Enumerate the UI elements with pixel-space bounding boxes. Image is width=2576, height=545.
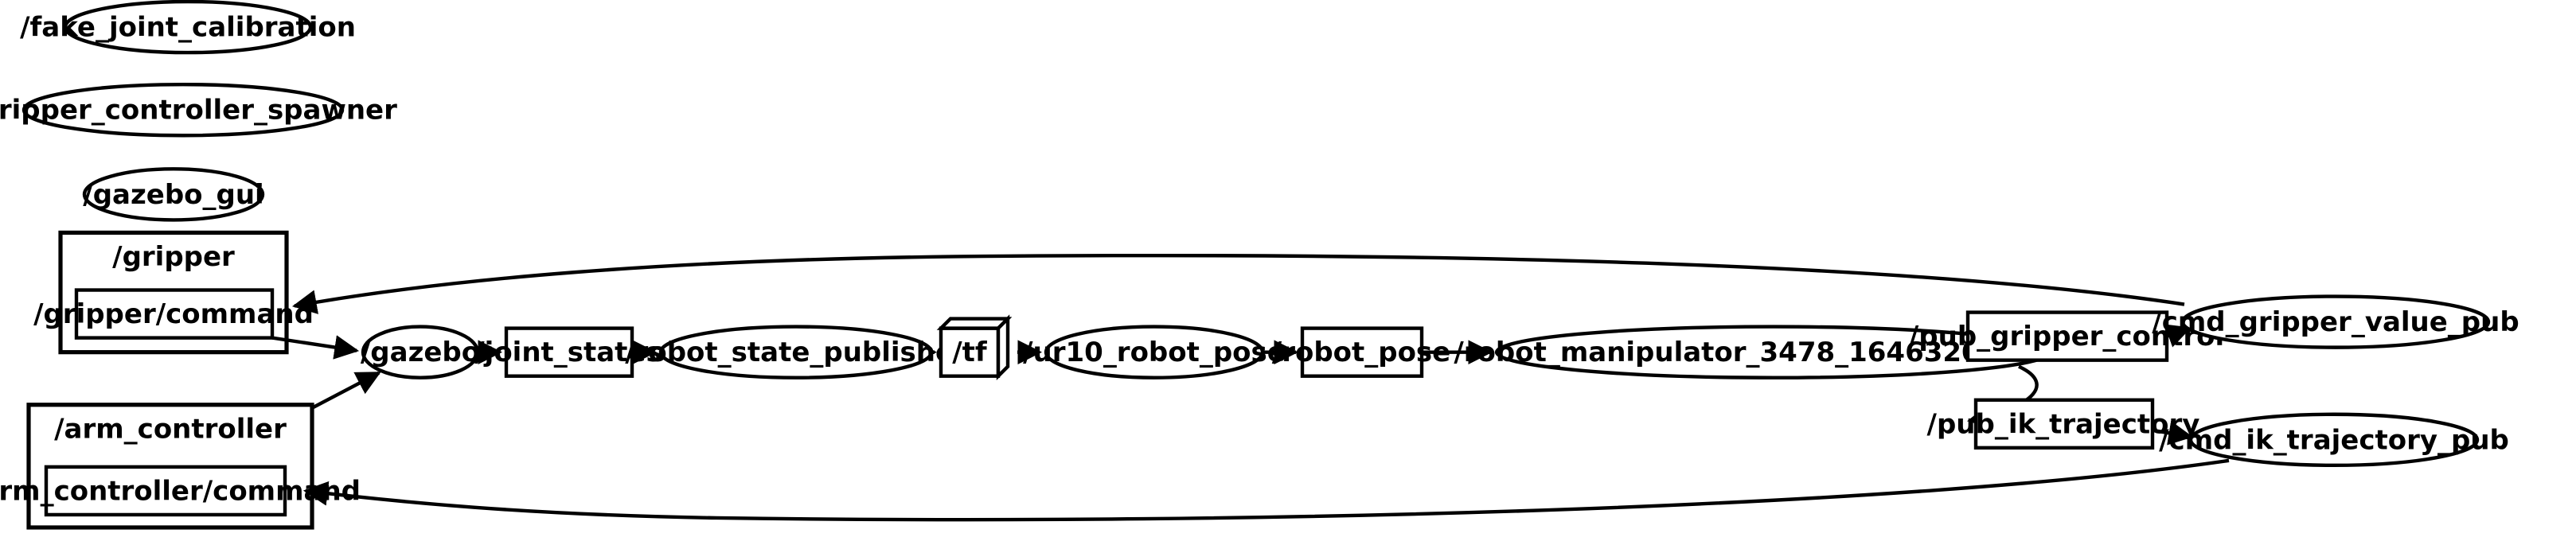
edge-arm-controller-command-to-gazebo[interactable] bbox=[310, 371, 381, 410]
node-layer: /fake_joint_calibration /gripper_control… bbox=[0, 0, 2519, 517]
node-ur10-robot-pose-label: /ur10_robot_pose bbox=[1023, 337, 1286, 368]
node-gripper-controller-spawner[interactable]: /gripper_controller_spawner bbox=[0, 82, 397, 138]
node-arm-controller-command-label: /arm_controller/command bbox=[0, 475, 361, 507]
node-gazebo-gui[interactable]: /gazebo_gui bbox=[82, 167, 265, 222]
node-cmd-gripper-value-pub[interactable]: /cmd_gripper_value_pub bbox=[2152, 294, 2519, 349]
node-joint-states-label: /joint_states bbox=[474, 337, 662, 368]
node-robot-pose[interactable]: /robot_pose bbox=[1272, 326, 1450, 378]
node-pub-ik-trajectory-label: /pub_ik_trajectory bbox=[1927, 408, 2200, 440]
node-tf[interactable]: /tf bbox=[936, 314, 1013, 381]
node-gazebo-label: /gazebo bbox=[361, 337, 480, 368]
node-cmd-ik-trajectory-pub-label: /cmd_ik_trajectory_pub bbox=[2159, 424, 2509, 456]
edge-pub-gripper-control-to-cmd-gripper-value-pub[interactable] bbox=[2164, 324, 2192, 348]
edge-layer bbox=[271, 253, 2230, 522]
cluster-gripper-label: /gripper bbox=[112, 241, 235, 273]
node-fake-joint-calibration[interactable]: /fake_joint_calibration bbox=[20, 0, 356, 55]
node-arm-controller-command[interactable]: /arm_controller/command bbox=[0, 465, 361, 517]
node-fake-joint-calibration-label: /fake_joint_calibration bbox=[20, 12, 356, 44]
node-joint-states[interactable]: /joint_states bbox=[474, 326, 662, 378]
node-gazebo[interactable]: /gazebo bbox=[361, 325, 480, 380]
node-robot-state-publisher-label: /robot_state_publisher bbox=[625, 337, 967, 368]
edge-cmd-ik-trajectory-pub-to-arm-controller-command[interactable] bbox=[302, 458, 2230, 522]
node-ur10-robot-pose[interactable]: /ur10_robot_pose bbox=[1023, 325, 1286, 380]
node-cmd-ik-trajectory-pub[interactable]: /cmd_ik_trajectory_pub bbox=[2159, 412, 2509, 468]
node-gripper-command[interactable]: /gripper/command bbox=[33, 288, 314, 340]
node-tf-label: /tf bbox=[952, 337, 988, 368]
node-pub-ik-trajectory[interactable]: /pub_ik_trajectory bbox=[1927, 398, 2200, 450]
cluster-arm-controller[interactable]: /arm_controller bbox=[26, 403, 314, 530]
node-gazebo-gui-label: /gazebo_gui bbox=[83, 179, 263, 211]
node-gripper-command-label: /gripper/command bbox=[33, 298, 314, 330]
cluster-gripper[interactable]: /gripper bbox=[58, 230, 289, 355]
node-pub-gripper-control[interactable]: /pub_gripper_control bbox=[1909, 310, 2224, 362]
edge-pub-ik-trajectory-to-cmd-ik-trajectory-pub[interactable] bbox=[2152, 421, 2194, 446]
cluster-layer: /gripper /arm_controller bbox=[26, 230, 314, 530]
node-pub-gripper-control-label: /pub_gripper_control bbox=[1909, 321, 2224, 352]
node-gripper-controller-spawner-label: /gripper_controller_spawner bbox=[0, 95, 397, 127]
node-robot-state-publisher[interactable]: /robot_state_publisher bbox=[625, 325, 967, 380]
node-cmd-gripper-value-pub-label: /cmd_gripper_value_pub bbox=[2152, 306, 2519, 338]
cluster-arm-controller-label: /arm_controller bbox=[54, 413, 287, 445]
node-robot-pose-label: /robot_pose bbox=[1272, 337, 1450, 368]
edge-cmd-gripper-value-pub-to-gripper-command[interactable] bbox=[291, 253, 2185, 314]
